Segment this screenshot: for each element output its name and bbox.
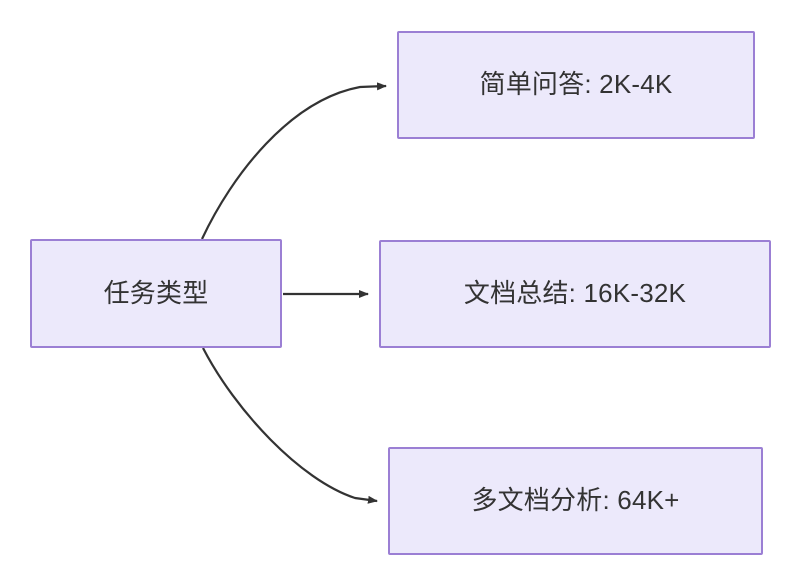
node-doc-summary[interactable]: 文档总结: 16K-32K — [379, 240, 771, 348]
node-multi-doc[interactable]: 多文档分析: 64K+ — [388, 447, 763, 555]
node-doc-summary-label: 文档总结: 16K-32K — [463, 278, 687, 309]
node-multi-doc-label: 多文档分析: 64K+ — [471, 485, 680, 516]
node-simple-qa-label: 简单问答: 2K-4K — [479, 69, 673, 100]
edge-source-to-multi-doc — [202, 347, 378, 504]
node-simple-qa[interactable]: 简单问答: 2K-4K — [397, 31, 755, 139]
node-task-type-label: 任务类型 — [103, 277, 209, 308]
node-task-type[interactable]: 任务类型 — [30, 239, 282, 348]
edge-source-to-simple-qa — [201, 82, 387, 240]
